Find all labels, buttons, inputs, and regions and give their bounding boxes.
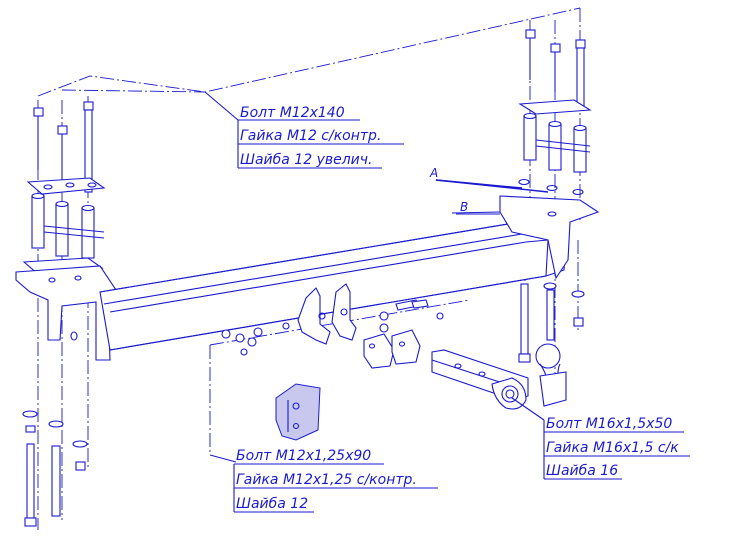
loose-bracket-plate (275, 383, 321, 441)
right-lower-bolts (518, 282, 585, 363)
callout-bottom-center: Болт М12х1,25х90 Гайка М12х1,25 с/контр.… (233, 448, 438, 513)
callout-bottom-center-line1: Болт М12х1,25х90 (236, 448, 371, 464)
callout-bottom-right-line1: Болт М16х1,5х50 (546, 416, 672, 432)
left-bottom-bolts (22, 410, 88, 527)
callout-top-left-line2: Гайка М12 с/контр. (240, 128, 381, 144)
right-upper-assembly (499, 99, 600, 280)
callout-top-left: Болт М12х140 Гайка М12 с/контр. Шайба 12… (237, 105, 404, 169)
label-a: A (429, 166, 438, 180)
main-cross-beam (99, 221, 567, 351)
left-spacer-tubes (31, 192, 105, 259)
left-top-bolts (33, 101, 94, 193)
callout-bottom-center-line3: Шайба 12 (236, 496, 308, 512)
callout-bottom-right-line2: Гайка М16х1,5 с/к (546, 440, 679, 456)
left-bracket (15, 257, 117, 361)
callout-top-left-line3: Шайба 12 увелич. (240, 152, 373, 168)
leader-lines (204, 91, 549, 463)
callout-bottom-right-line3: Шайба 16 (546, 463, 618, 479)
callout-top-left-line1: Болт М12х140 (240, 105, 345, 121)
callout-bottom-center-line2: Гайка М12х1,25 с/контр. (236, 472, 417, 488)
callout-bottom-right: Болт М16х1,5х50 Гайка М16х1,5 с/к Шайба … (543, 416, 690, 480)
tow-ball-mount (431, 343, 567, 410)
center-fasteners (221, 283, 444, 369)
left-upper-plate (26, 177, 106, 195)
label-b: B (460, 200, 468, 214)
right-top-bolts (525, 29, 586, 111)
